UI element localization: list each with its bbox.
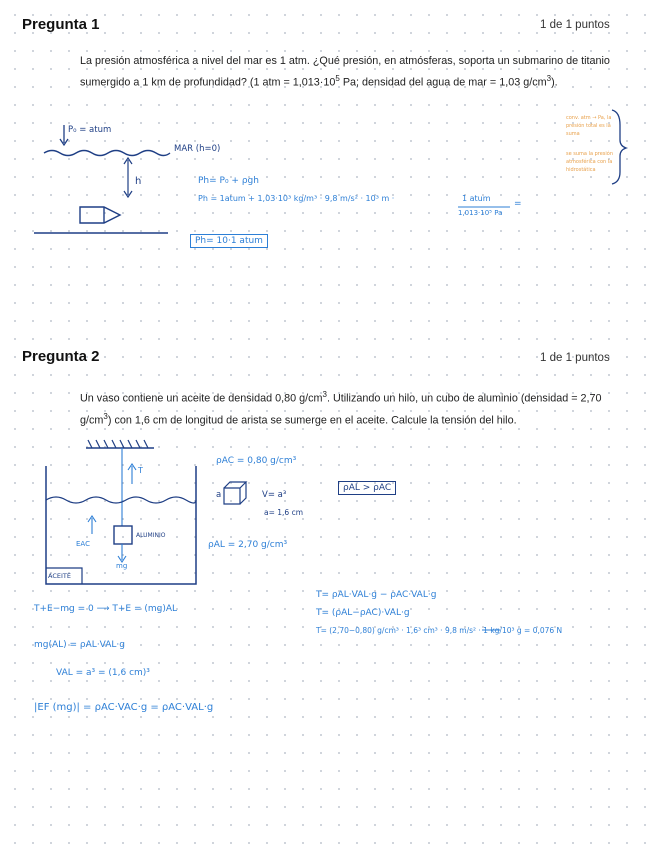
- buoyancy-formula: |EF (mg)| = ρAC·VAC·g = ρAC·VAL·g: [34, 702, 214, 713]
- q1-orange-note-1: conv. atm → Pa, la presión total es la s…: [566, 115, 612, 137]
- buoyancy-arrow: [87, 515, 97, 534]
- p0-label: P₀ = atum: [68, 125, 112, 135]
- question-1-text: La presión atmosférica a nivel del mar e…: [80, 53, 625, 92]
- oil-surface: [45, 496, 197, 504]
- question-1-sup: 5: [335, 74, 340, 83]
- weight-label: mg: [116, 562, 128, 570]
- weight-arrow: [117, 544, 127, 563]
- depth-label: h: [135, 176, 142, 187]
- weight-formula: mg(AL) = ρAL·VAL·g: [34, 640, 126, 650]
- q1-result: Ph= 10·1 atum: [190, 234, 268, 248]
- q1-eq2: Ph = 1atum + 1,03·10³ kg/m³ · 9,8 m/s² ·…: [198, 194, 395, 203]
- sea-wave: [43, 149, 171, 157]
- aluminium-cube: [113, 525, 133, 545]
- cube-volume: V= a³: [262, 490, 287, 500]
- ceiling-hatch: [87, 439, 149, 449]
- question-1-text-c: ).: [551, 76, 558, 89]
- tension-label: T: [138, 466, 143, 475]
- question-1-text-b: Pa; densidad del agua de mar = 1,03 g/cm: [339, 76, 547, 89]
- sea-label: MAR (h=0): [174, 144, 221, 154]
- question-2-text: Un vaso contiene un aceite de densidad 0…: [80, 386, 625, 429]
- depth-arrow: [123, 156, 133, 199]
- cube-3d-icon: [223, 481, 248, 505]
- oil-label: ACEITE: [48, 572, 71, 580]
- question-1-score: 1 de 1 puntos: [540, 19, 610, 31]
- question-2-text-b: . Utilizando un hilo, un cubo de alumini…: [80, 392, 602, 427]
- q1-sea-diagram: [34, 109, 629, 234]
- tension-arrow: [127, 463, 137, 484]
- aceite-box: [46, 567, 83, 584]
- buoyancy-label: EAC: [76, 540, 90, 548]
- submarine: [79, 206, 122, 224]
- question-1-title: Pregunta 1: [22, 16, 100, 33]
- rho-aluminium: ρAL = 2,70 g/cm³: [208, 540, 288, 550]
- question-1-sup2: 3: [546, 74, 552, 83]
- question-2-sup2: 3: [103, 411, 108, 421]
- vessel: [45, 466, 197, 585]
- question-2-score: 1 de 1 puntos: [540, 352, 610, 364]
- q1-equals: =: [514, 199, 522, 209]
- question-2-title: Pregunta 2: [22, 348, 100, 365]
- q1-frac-den: 1,013·10⁵ Pa: [458, 209, 503, 217]
- tension-eq-3: T= (2,70−0,80) g/cm³ · 1,6³ cm³ · 9,8 m/…: [316, 626, 563, 635]
- p0-arrow: [59, 125, 69, 147]
- question-2-sup: 3: [322, 390, 327, 399]
- cube-side-label: a: [216, 490, 222, 500]
- force-balance: T+E−mg = 0 ⟶ T+E = (mg)AL: [34, 604, 178, 614]
- tension-eq-2: T= (ρAL−ρAC)·VAL·g: [316, 608, 410, 618]
- volume-formula: VAL = a³ = (1,6 cm)³: [56, 668, 150, 678]
- density-compare: ρAL > ρAC: [338, 481, 397, 495]
- cube-side-value: a= 1,6 cm: [264, 508, 304, 517]
- question-2-text-c: ) con 1,6 cm de longitud de arista se su…: [107, 414, 517, 427]
- aluminium-label: ALUMINIO: [136, 532, 166, 539]
- tension-eq-1: T= ρAL·VAL·g − ρAC·VAL·g: [316, 590, 437, 600]
- q1-eq1: Ph= P₀ + ρgh: [198, 176, 259, 186]
- question-2-text-a: Un vaso contiene un aceite de densidad 0…: [80, 392, 323, 405]
- rho-oil: ρAC = 0,80 g/cm³: [216, 456, 297, 466]
- q1-frac-num: 1 atum: [462, 194, 491, 203]
- q1-orange-note-2: se suma la presión atmosférica con la hi…: [566, 151, 614, 173]
- question-1-text-a: La presión atmosférica a nivel del mar e…: [80, 55, 610, 89]
- orange-bracket: [611, 109, 629, 185]
